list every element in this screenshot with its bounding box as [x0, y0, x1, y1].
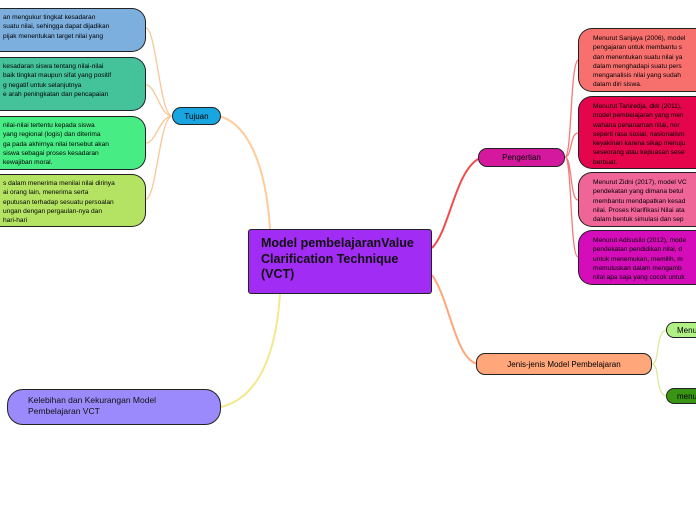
tujuan-item-3-text: nilai-nilai tertentu kepada siswa yang r… [3, 122, 109, 167]
tujuan-item-3[interactable]: nilai-nilai tertentu kepada siswa yang r… [0, 116, 146, 170]
tujuan-node[interactable]: Tujuan [172, 107, 221, 125]
pengertian-node[interactable]: Pengertian [478, 148, 565, 167]
pengertian-item-1-text: Menurut Sanjaya (2006), model pengajaran… [593, 35, 686, 89]
kelebihan-label: Kelebihan dan Kekurangan Model Pembelaja… [28, 395, 157, 416]
pengertian-item-4[interactable]: Menurut Adisusilo (2012), mode pendekata… [578, 230, 696, 285]
tujuan-item-4-text: s dalam menerima menilai nilai dirinya a… [3, 180, 115, 225]
jenis-label: Jenis-jenis Model Pembelajaran [507, 359, 621, 369]
tujuan-item-2-text: kesadaran siswa tentang nilai-nilai baik… [3, 63, 112, 98]
central-title: Model pembelajaranValue Clarification Te… [261, 236, 414, 281]
kelebihan-node[interactable]: Kelebihan dan Kekurangan Model Pembelaja… [7, 389, 221, 425]
pengertian-item-3-text: Menurut Zidni (2017), model VC pendekata… [593, 179, 687, 224]
tujuan-item-1[interactable]: an mengukur tingkat kesadaran suatu nila… [0, 8, 146, 52]
pengertian-item-4-text: Menurut Adisusilo (2012), mode pendekata… [593, 237, 687, 282]
central-topic[interactable]: Model pembelajaranValue Clarification Te… [248, 229, 432, 294]
jenis-node[interactable]: Jenis-jenis Model Pembelajaran [476, 353, 652, 375]
link-central-tujuan [217, 115, 271, 230]
tujuan-label: Tujuan [184, 111, 209, 121]
jenis-item-1-text: Menu [677, 325, 696, 335]
pengertian-label: Pengertian [502, 153, 541, 162]
link-central-jenis [431, 274, 479, 365]
pengertian-item-1[interactable]: Menurut Sanjaya (2006), model pengajaran… [578, 28, 696, 92]
pengertian-item-2[interactable]: Menurut Taniredja, dkk (2011), model pem… [578, 96, 696, 169]
pengertian-item-3[interactable]: Menurut Zidni (2017), model VC pendekata… [578, 172, 696, 227]
tujuan-item-1-text: an mengukur tingkat kesadaran suatu nila… [3, 14, 110, 40]
link-tujuan-items [145, 27, 173, 200]
jenis-item-1[interactable]: Menu [666, 322, 696, 338]
jenis-item-2-text: menu [677, 391, 696, 401]
link-pengertian-items [564, 59, 579, 258]
tujuan-item-2[interactable]: kesadaran siswa tentang nilai-nilai baik… [0, 57, 146, 111]
jenis-item-2[interactable]: menu [666, 388, 696, 404]
link-jenis-items [651, 329, 667, 397]
pengertian-item-2-text: Menurut Taniredja, dkk (2011), model pem… [593, 103, 686, 166]
link-central-kelebihan [220, 293, 281, 408]
tujuan-item-4[interactable]: s dalam menerima menilai nilai dirinya a… [0, 174, 146, 227]
link-central-pengertian [431, 157, 481, 249]
